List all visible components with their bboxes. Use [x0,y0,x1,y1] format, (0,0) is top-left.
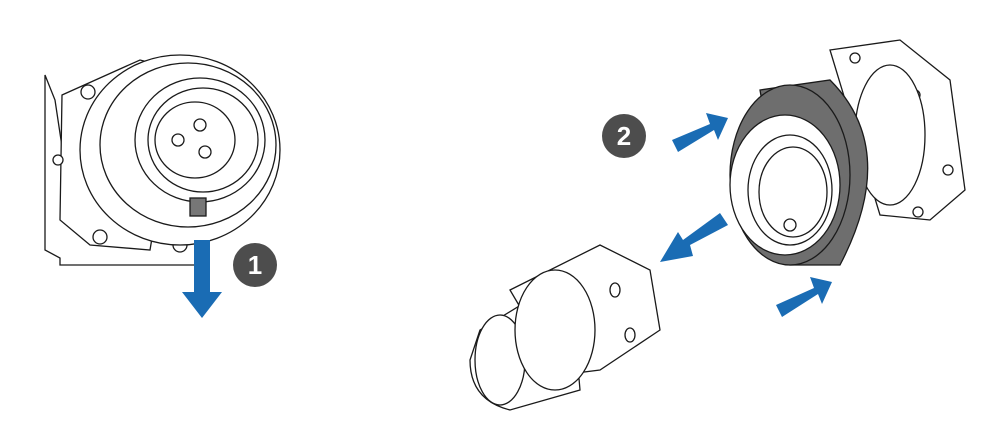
arrow-push-lower-icon [776,277,832,317]
step-1-badge: 1 [233,243,277,287]
arrow-down-icon [182,240,222,318]
arrow-pull-out-icon [660,213,728,262]
step-2-badge: 2 [602,114,646,158]
coupling-sleeve [729,79,869,266]
mounted-receptacle [44,54,281,266]
arrow-push-upper-icon [672,113,728,152]
plug-insert [469,244,661,411]
flange-receptacle [829,39,966,221]
